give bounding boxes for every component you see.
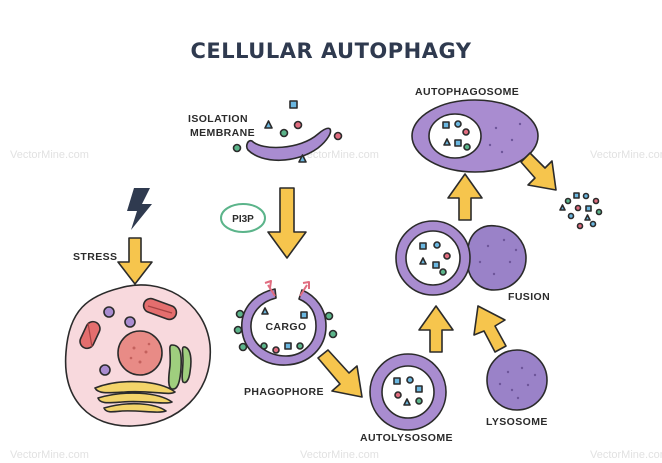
watermark-text: VectorMine.com	[590, 149, 662, 161]
membrane-to-phagophore-arrow	[267, 187, 307, 259]
autophagosome	[411, 99, 539, 173]
vesicle	[124, 316, 136, 328]
vesicle	[99, 364, 111, 376]
label-isolation-membrane-line2: MEMBRANE	[190, 127, 255, 139]
vesicle	[103, 306, 115, 318]
golgi-apparatus	[94, 380, 176, 413]
phagophore-to-autolysosome-arrow	[317, 349, 363, 398]
mitochondrion	[142, 297, 178, 321]
label-pi3p: PI3P	[232, 214, 254, 225]
autolysosome	[369, 353, 447, 431]
lysosome-up-arrow	[473, 305, 507, 353]
watermark-text: VectorMine.com	[590, 449, 662, 461]
label-cargo: CARGO	[265, 321, 306, 333]
label-autolysosome: AUTOLYSOSOME	[360, 432, 453, 444]
nucleus	[117, 330, 163, 376]
watermark-text: VectorMine.com	[10, 149, 89, 161]
fusion-up-arrow	[447, 173, 483, 221]
autolysosome-up-arrow	[418, 305, 454, 353]
pi3p-badge	[220, 203, 266, 233]
lightning-icon	[127, 188, 152, 230]
degraded-products	[559, 192, 603, 230]
watermark-layer: VectorMine.com VectorMine.com VectorMine…	[10, 149, 662, 461]
diagram-title: CELLULAR AUTOPHAGY	[191, 39, 472, 63]
stress-arrow	[117, 237, 153, 285]
cargo-particle	[264, 120, 273, 129]
nucleus-dot	[138, 360, 142, 364]
lysosome	[486, 349, 548, 411]
degradation-arrow	[520, 152, 557, 191]
nucleus-dot	[129, 356, 133, 360]
isolation-membrane	[245, 127, 332, 162]
cargo-particle	[289, 100, 298, 109]
label-stress: STRESS	[73, 251, 117, 263]
watermark-text: VectorMine.com	[300, 449, 379, 461]
phagophore	[233, 280, 338, 366]
cargo-particle	[298, 154, 307, 163]
fusing-vesicles	[395, 220, 527, 296]
nucleus-dot	[144, 350, 148, 354]
watermark-text: VectorMine.com	[10, 449, 89, 461]
label-phagophore: PHAGOPHORE	[244, 386, 324, 398]
label-isolation-membrane-line1: ISOLATION	[188, 113, 248, 125]
nucleus-dot	[147, 342, 151, 346]
cargo-particle	[279, 128, 289, 138]
stressed-cell	[64, 284, 211, 427]
mitochondrion	[79, 320, 101, 350]
label-lysosome: LYSOSOME	[486, 416, 548, 428]
cargo-particle	[293, 120, 303, 130]
label-fusion: FUSION	[508, 291, 550, 303]
watermark-text: VectorMine.com	[300, 149, 379, 161]
label-autophagosome: AUTOPHAGOSOME	[415, 86, 519, 98]
cargo-particle	[333, 131, 343, 141]
cargo-particle	[232, 143, 242, 153]
nucleus-dot	[132, 346, 136, 350]
